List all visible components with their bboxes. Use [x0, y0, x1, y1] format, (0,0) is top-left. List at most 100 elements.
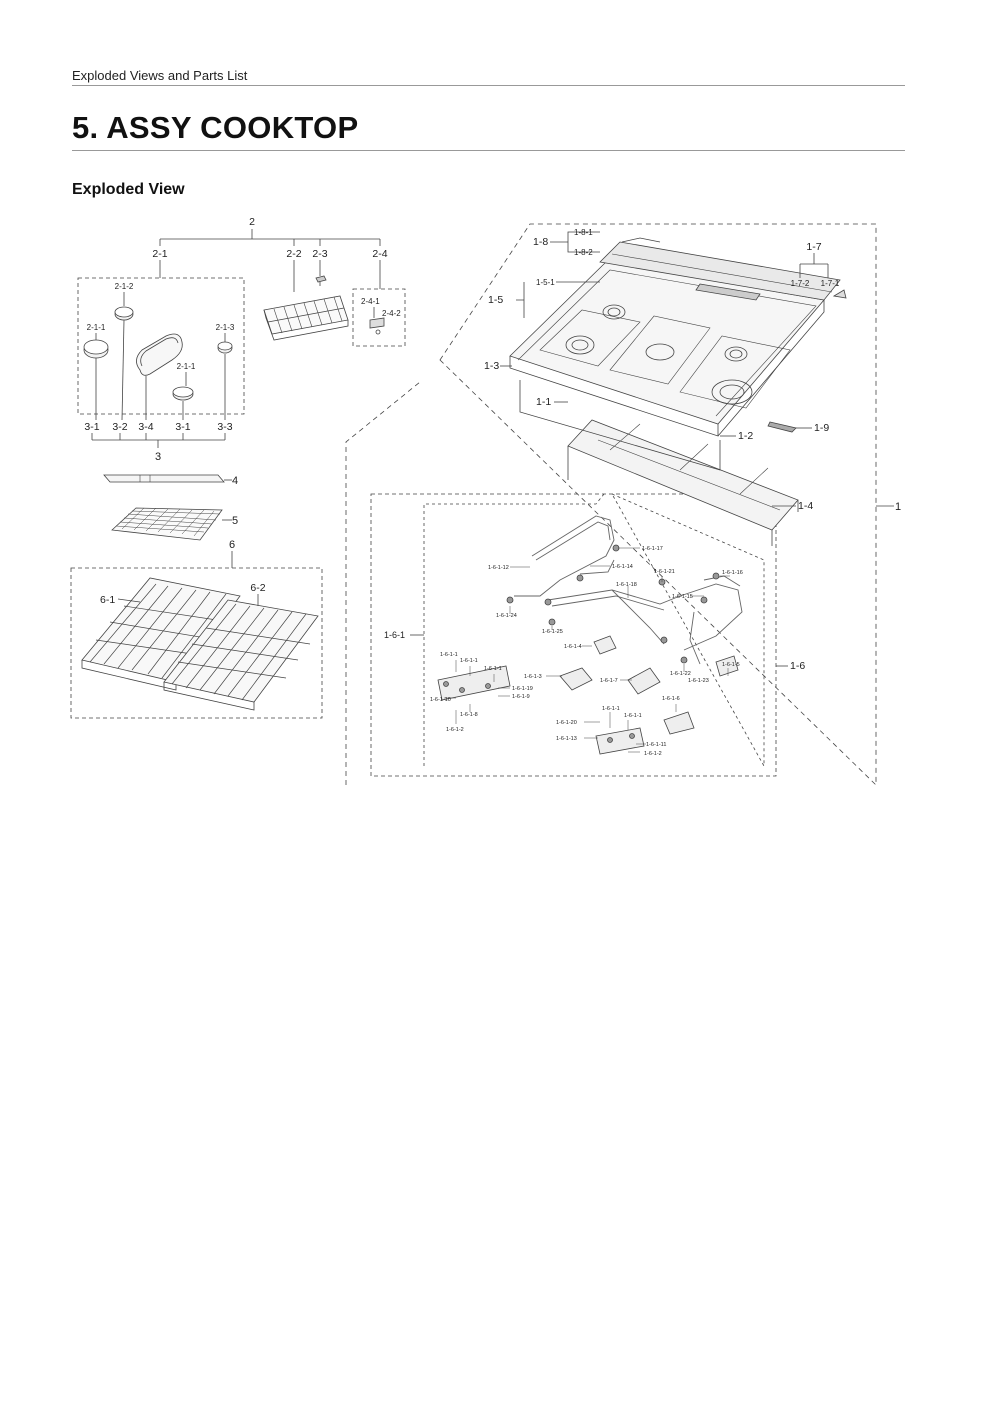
- group-2-4-box: [352, 288, 406, 347]
- callout-label: 1-8: [533, 236, 548, 248]
- callout-label: 2-1-1: [87, 323, 106, 332]
- callout-label: 1-4: [798, 500, 813, 512]
- page-title: 5. ASSY COOKTOP: [72, 110, 359, 145]
- callout-label: 1-6-1-11: [646, 742, 666, 748]
- header-rule: [72, 85, 905, 86]
- callout-label: 3-4: [138, 421, 153, 433]
- control-backguard-1-8: [599, 237, 841, 301]
- callout-label: 1-7-1: [821, 279, 840, 288]
- callout-label: 1-6-1-1: [624, 713, 642, 719]
- callout-label: 1-6-1-16: [722, 570, 743, 576]
- callout-label: 1-6-1-3: [524, 674, 542, 680]
- callout-label: 4: [232, 475, 238, 487]
- grate-6-2: [163, 594, 319, 711]
- callout-label: 1-1: [536, 396, 551, 408]
- callout-label: 2-1-3: [216, 323, 235, 332]
- callout-label: 2: [249, 216, 255, 228]
- callout-label: 1-6-1-2: [446, 727, 464, 733]
- callout-label: 2-4-2: [382, 309, 401, 318]
- callout-label: 2-4: [372, 248, 387, 260]
- group-2-1-box: [77, 277, 245, 415]
- callout-label: 3: [155, 451, 161, 463]
- burner-cap-oval-center: [136, 333, 183, 376]
- callout-label: 1-6-1-1: [602, 706, 620, 712]
- burner-bases: [437, 635, 739, 755]
- callout-label: 1-6-1-24: [496, 613, 517, 619]
- callout-label: 1-6-1-14: [612, 564, 633, 570]
- callout-label: 1-6-1-7: [600, 678, 618, 684]
- title-rule: [72, 150, 905, 151]
- callout-label: 1-7-2: [791, 279, 810, 288]
- callout-label: 1-6-1-2: [644, 751, 662, 757]
- grate-6-1: [81, 577, 241, 691]
- callout-label: 1-6-1-15: [672, 594, 693, 600]
- callout-label: 2-4-1: [361, 297, 380, 306]
- callout-label: 1-6-1-10: [430, 697, 451, 703]
- callout-label: 1-5: [488, 294, 503, 306]
- callout-3-tree: [91, 433, 226, 448]
- callout-label: 1-6-1: [384, 630, 405, 640]
- burner-cap-2-1-3: [217, 341, 233, 354]
- callout-label: 6-1: [100, 594, 115, 606]
- callout-label: 1-6-1-21: [654, 569, 675, 575]
- cooktop-top-1-5: [509, 261, 825, 437]
- callout-label: 1-6-1-22: [670, 671, 691, 677]
- callout-label: 3-3: [217, 421, 232, 433]
- assembly-1-outline: [345, 223, 877, 786]
- callout-label: 6: [229, 539, 235, 551]
- callout-label: 1-3: [484, 360, 499, 372]
- trim-strip-4: [103, 474, 232, 483]
- callout-label: 1-6-1-20: [556, 720, 577, 726]
- callout-label: 1-6-1-23: [688, 678, 709, 684]
- callout-label: 1-6-1-18: [616, 582, 637, 588]
- callout-label: 1-6-1-4: [564, 644, 582, 650]
- callout-label: 1-6-1-1: [484, 666, 502, 672]
- section-header-text: Exploded Views and Parts List: [72, 68, 248, 83]
- callout-label: 1-6-1-19: [512, 686, 533, 692]
- callout-label: 3-1: [84, 421, 99, 433]
- spring-clip-1-9: [767, 421, 797, 433]
- screw-2-3: [315, 275, 327, 286]
- callout-2-tree: [159, 229, 381, 292]
- callout-label: 1-6-1-5: [722, 662, 740, 668]
- callout-label: 1-6-1-1: [440, 652, 458, 658]
- callout-label: 2-1-1: [177, 362, 196, 371]
- callout-label: 1-8-2: [574, 248, 593, 257]
- callout-label: 1-6-1-12: [488, 565, 509, 571]
- small-leaders: [444, 547, 730, 753]
- callout-label: 1-6-1-8: [460, 712, 478, 718]
- callout-label: 1-2: [738, 430, 753, 442]
- callout-label: 3-1: [175, 421, 190, 433]
- callout-label: 1-6: [790, 660, 805, 672]
- burner-cap-2-1-1-small: [172, 386, 194, 401]
- group-1-6-1-box: [423, 493, 765, 768]
- callout-label: 1-9: [814, 422, 829, 434]
- callout-label: 1-8-1: [574, 228, 593, 237]
- callout-label: 6-2: [250, 582, 265, 594]
- callout-label: 1-6-1-6: [662, 696, 680, 702]
- callout-label: 1-7: [806, 241, 821, 253]
- group-6-box: [70, 567, 323, 719]
- callout-label: 2-3: [312, 248, 327, 260]
- section-subtitle: Exploded View: [72, 181, 185, 198]
- burner-cap-2-1-2: [114, 306, 134, 321]
- callout-label: 3-2: [112, 421, 127, 433]
- rack-2-2: [263, 295, 349, 341]
- callout-label: 1-6-1-13: [556, 736, 577, 742]
- burner-cap-2-1-1-left: [83, 339, 109, 359]
- callout-label: 2-1-2: [115, 282, 134, 291]
- callout-label: 2-2: [286, 248, 301, 260]
- callout-label: 1-6-1-1: [460, 658, 478, 664]
- wire-rack-5: [111, 507, 232, 541]
- callout-label: 1-6-1-9: [512, 694, 530, 700]
- callout-label: 1-6-1-25: [542, 629, 563, 635]
- callout-label: 5: [232, 515, 238, 527]
- clip-2-4: [369, 307, 385, 335]
- callout-label: 2-1: [152, 248, 167, 260]
- callout-label: 1-5-1: [536, 278, 555, 287]
- callout-label: 1: [895, 501, 901, 513]
- burner-frame-1-4: [567, 419, 799, 546]
- front-rail-1-1: [519, 380, 721, 471]
- group-1-6-box: [370, 493, 777, 777]
